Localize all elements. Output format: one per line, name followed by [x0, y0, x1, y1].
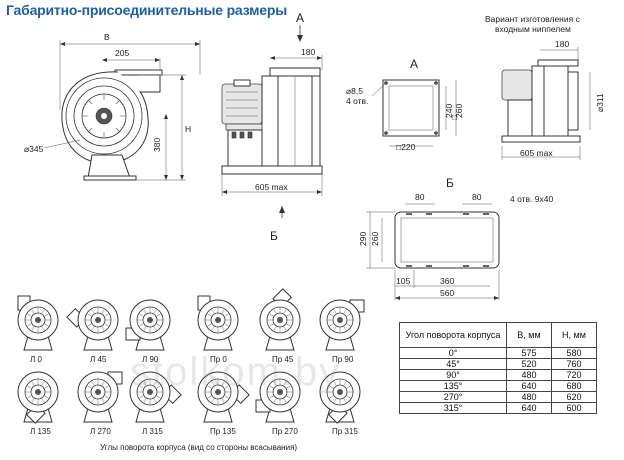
- dim-b-label: В: [104, 32, 110, 42]
- table-cell-b: 575: [506, 347, 552, 359]
- table-cell-h: 760: [551, 358, 597, 370]
- view-b-dim-290: 290: [358, 232, 368, 246]
- fan-position-icon: Л 270: [77, 371, 123, 436]
- fan-position-icon: Л 315: [129, 371, 182, 436]
- arrow-b-label: Б: [270, 229, 278, 243]
- fan-position-label: Л 315: [142, 427, 163, 436]
- view-b-title: Б: [446, 176, 454, 190]
- fan-position-icon: Л 90: [125, 299, 171, 364]
- side-dim-605-label: 605 max: [255, 182, 288, 192]
- view-a-dim-260: 260: [454, 104, 464, 118]
- fan-position-icon: Пр 315: [319, 371, 361, 436]
- view-a-hole-dim: ⌀8,5: [346, 86, 363, 96]
- fan-position-label: Л 90: [142, 355, 159, 364]
- table-cell-angle: 90°: [399, 369, 507, 381]
- table-cell-angle: 45°: [399, 358, 507, 370]
- variant-dim-311: ⌀311: [595, 93, 605, 112]
- front-view: В 205: [24, 32, 201, 181]
- view-a-title: А: [410, 57, 418, 71]
- rotation-positions: Л 0 Л 45 Л 90 Пр 0 Пр 45 Пр 90 Л 135 Л 270 Л 315…: [17, 288, 365, 436]
- fan-position-icon: Л 0: [17, 295, 59, 364]
- table-cell-angle: 270°: [399, 391, 507, 403]
- table-header-b: В, мм: [506, 322, 552, 348]
- view-b-dim-80a: 80: [415, 192, 425, 202]
- table-cell-h: 620: [551, 391, 597, 403]
- view-a: А ⌀8,5 4 отв. 240 260 □ □220: [346, 57, 464, 152]
- table-cell-h: 720: [551, 369, 597, 381]
- variant-view: Вариант изготовления с входным ниппелем …: [485, 14, 605, 160]
- view-b-dim-80b: 80: [472, 192, 482, 202]
- table-header-angle: Угол поворота корпуса: [399, 322, 507, 348]
- fan-position-icon: Пр 270: [255, 371, 301, 436]
- table-cell-h: 680: [551, 380, 597, 392]
- fan-position-label: Пр 0: [210, 355, 227, 364]
- variant-caption-line2: входным ниппелем: [495, 24, 571, 34]
- table-cell-b: 640: [506, 402, 552, 414]
- view-b-holes: 4 отв. 9х40: [510, 194, 553, 204]
- view-a-dim-240: 240: [444, 104, 454, 118]
- fan-position-label: Л 0: [30, 355, 42, 364]
- table-cell-b: 640: [506, 380, 552, 392]
- svg-text:□: □: [452, 112, 457, 122]
- fan-position-label: Л 135: [30, 427, 51, 436]
- table-header-h: Н, мм: [551, 322, 597, 348]
- table-cell-angle: 0°: [399, 347, 507, 359]
- view-a-holes-count: 4 отв.: [346, 96, 368, 106]
- variant-dim-180: 180: [555, 39, 569, 49]
- view-b: Б 80 80 4 отв. 9х40 290 260 105: [358, 176, 553, 300]
- table-cell-h: 600: [551, 402, 597, 414]
- view-b-dim-105: 105: [396, 276, 410, 286]
- fan-position-label: Пр 45: [272, 355, 294, 364]
- positions-caption: Углы поворота корпуса (вид со стороны вс…: [100, 443, 297, 452]
- dim-345-label: ⌀345: [24, 144, 44, 154]
- view-b-dim-260: 260: [370, 232, 380, 246]
- fan-position-label: Пр 90: [332, 355, 354, 364]
- fan-position-label: Пр 270: [272, 427, 298, 436]
- table-cell-angle: 315°: [399, 402, 507, 414]
- side-dim-180-label: 180: [301, 47, 315, 57]
- fan-position-label: Л 270: [90, 427, 111, 436]
- table-cell-h: 580: [551, 347, 597, 359]
- fan-position-icon: Пр 90: [319, 299, 365, 364]
- fan-position-label: Л 45: [90, 355, 107, 364]
- view-a-dim-220: □220: [396, 142, 416, 152]
- table-cell-angle: 135°: [399, 380, 507, 392]
- fan-position-icon: Пр 0: [197, 295, 239, 364]
- page-title: Габаритно-присоединительные размеры: [6, 2, 287, 18]
- dim-380-label: 380: [152, 138, 162, 152]
- fan-position-label: Пр 135: [210, 427, 236, 436]
- fan-position-label: Пр 315: [332, 427, 358, 436]
- view-b-dim-360: 360: [440, 276, 454, 286]
- side-view: А 180 605 max: [221, 11, 323, 243]
- table-cell-b: 480: [506, 369, 552, 381]
- dim-h-label: Н: [185, 124, 191, 134]
- fan-position-icon: Л 135: [17, 371, 59, 436]
- fan-position-icon: Л 45: [66, 299, 119, 364]
- fan-position-icon: Пр 135: [197, 371, 250, 436]
- variant-dim-605: 605 max: [520, 148, 553, 158]
- variant-caption-line1: Вариант изготовления с: [485, 14, 581, 24]
- table-cell-b: 520: [506, 358, 552, 370]
- fan-position-icon: Пр 45: [259, 288, 301, 364]
- table-cell-b: 480: [506, 391, 552, 403]
- view-b-dim-560: 560: [440, 288, 454, 298]
- arrow-a-label: А: [296, 11, 304, 25]
- dim-205-label: 205: [115, 48, 129, 58]
